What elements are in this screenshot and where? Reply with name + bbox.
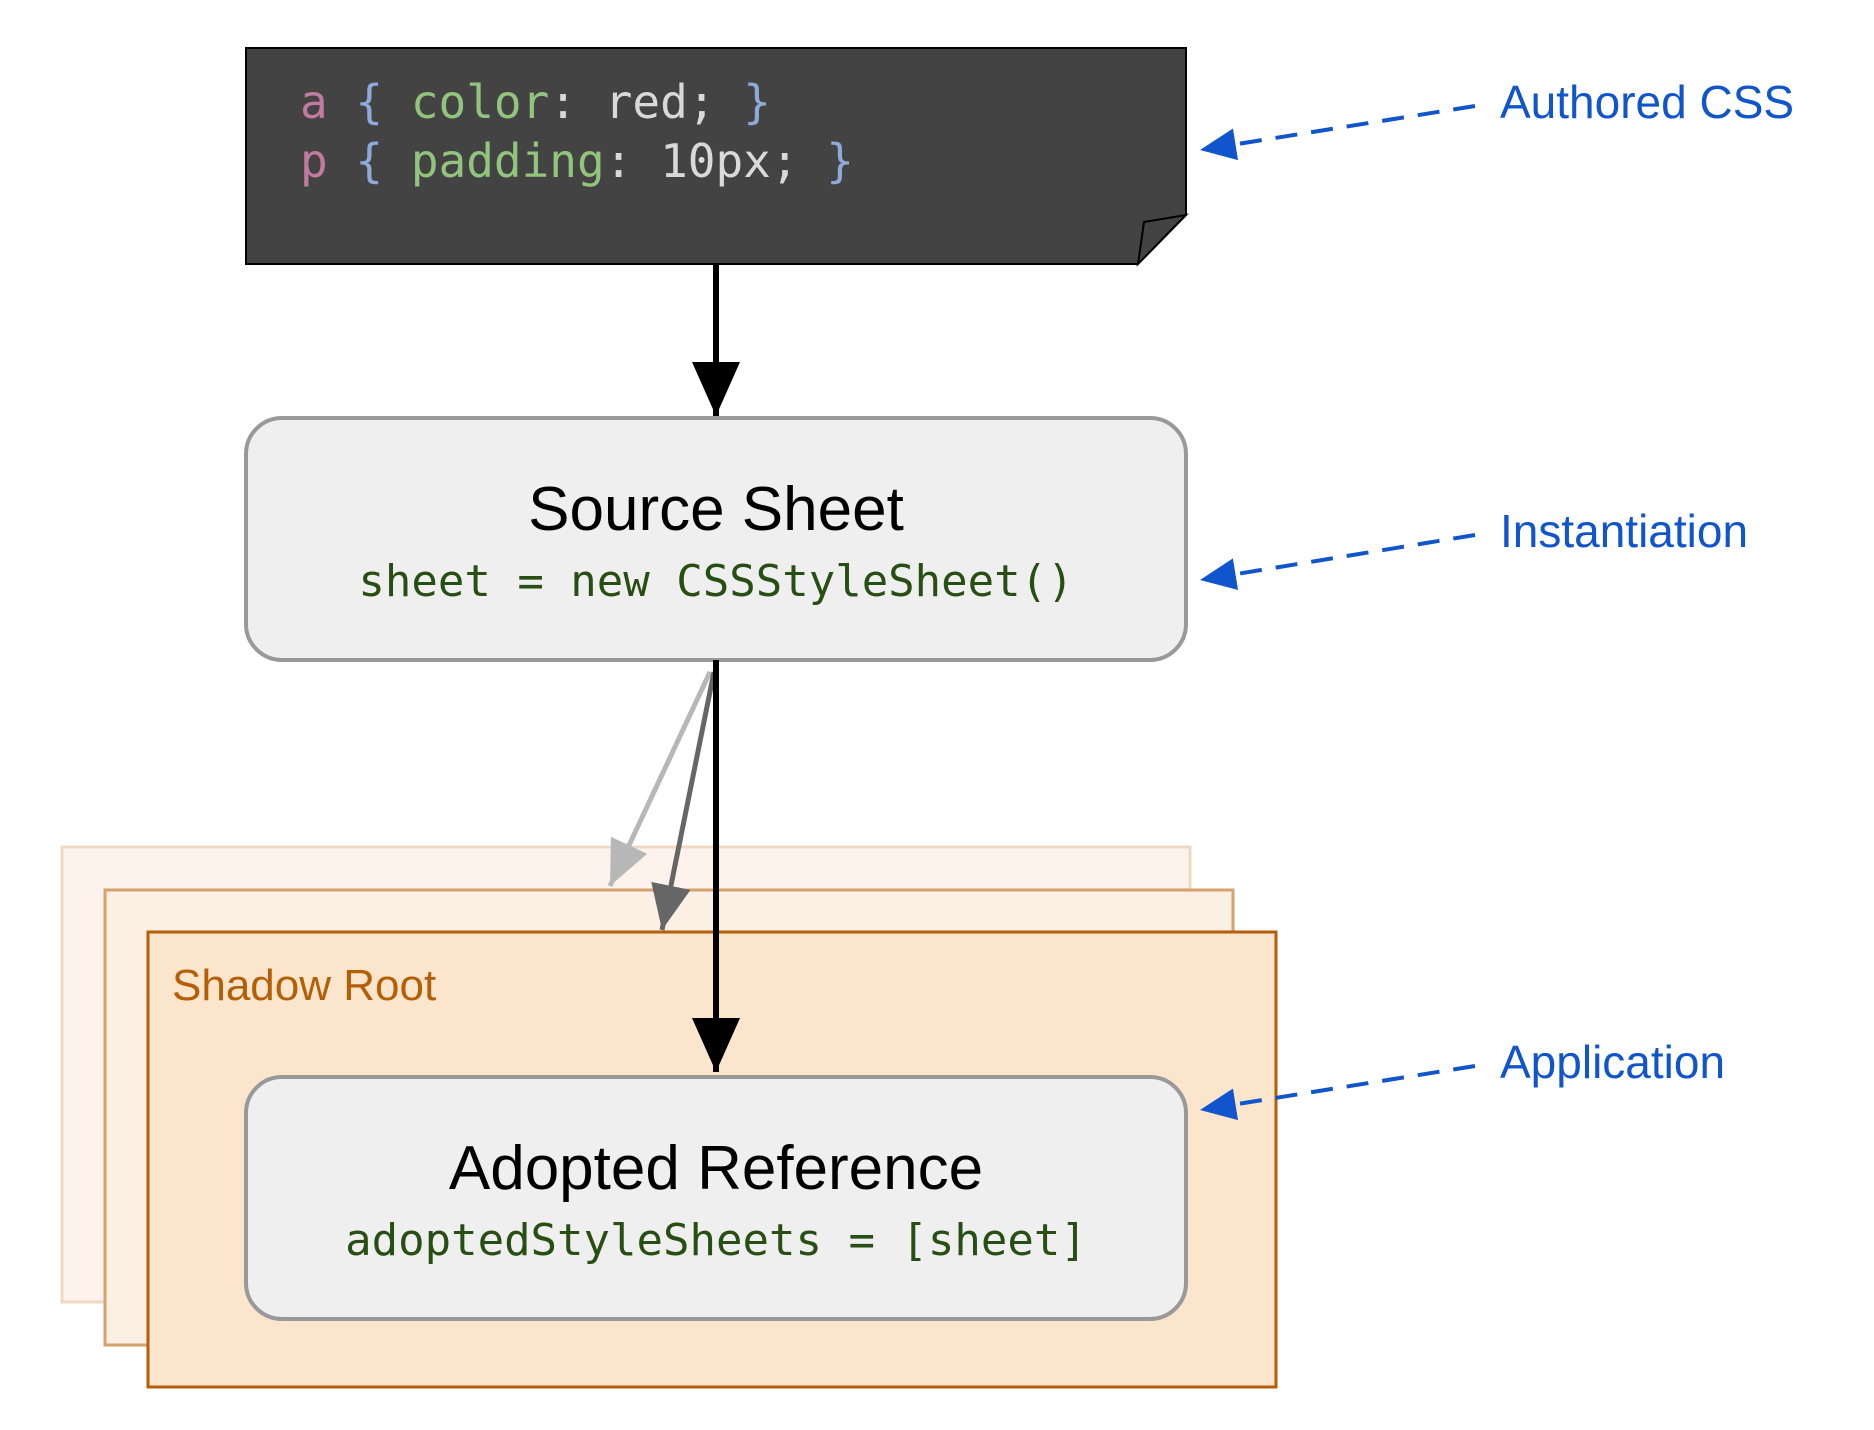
adopted-reference-code: adoptedStyleSheets = [sheet] [345,1215,1087,1266]
css-selector: a [300,75,328,129]
arrow-source-to-shadow-middle [651,671,717,931]
arrow-source-to-shadow-back [607,670,713,888]
adopted-reference-title: Adopted Reference [449,1134,983,1203]
annotation-arrow-authored [1199,104,1476,161]
css-code-line-2: p { padding: 10px; } [300,134,854,188]
css-brace: { [355,75,383,129]
css-brace: { [355,134,383,188]
css-colon: : [605,134,633,188]
annotation-application: Application [1500,1036,1725,1088]
css-brace: } [826,134,854,188]
shadow-root-label: Shadow Root [172,961,436,1010]
css-value: red; [605,75,716,129]
css-colon: : [549,75,577,129]
css-value: 10px; [660,134,798,188]
css-selector: p [300,134,328,188]
css-property: color [411,75,549,129]
annotation-arrow-application [1199,1064,1476,1121]
annotation-authored-css: Authored CSS [1500,76,1794,128]
source-sheet-code: sheet = new CSSStyleSheet() [358,556,1073,607]
document-fold-corner [1136,213,1189,267]
css-property: padding [411,134,605,188]
adopted-reference-box [244,1075,1188,1321]
source-sheet-title: Source Sheet [528,475,904,544]
css-brace: } [743,75,771,129]
annotation-instantiation: Instantiation [1500,505,1748,557]
annotation-arrow-instantiation [1199,533,1476,590]
css-code-line-1: a { color: red; } [300,75,771,129]
